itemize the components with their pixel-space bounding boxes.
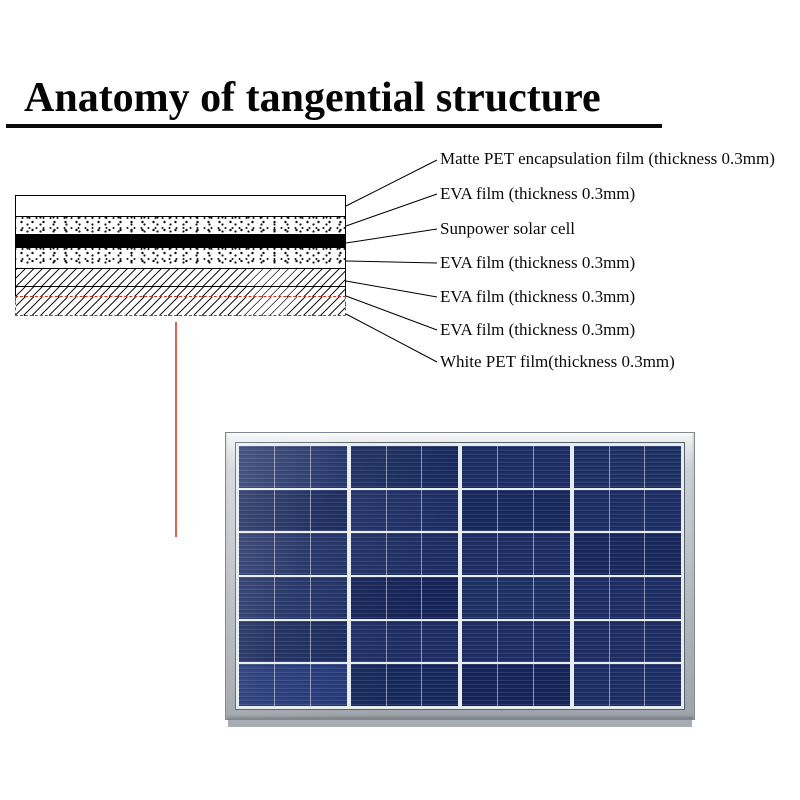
solar-cell bbox=[462, 533, 570, 575]
solar-cell bbox=[462, 664, 570, 706]
solar-cell bbox=[573, 577, 681, 619]
solar-cell bbox=[350, 577, 458, 619]
solar-cell bbox=[573, 446, 681, 488]
solar-panel-cell-grid bbox=[235, 442, 685, 710]
title-underline bbox=[6, 124, 662, 128]
layer-label-matte-pet: Matte PET encapsulation film (thickness … bbox=[440, 149, 775, 168]
layer-label-eva-4: EVA film (thickness 0.3mm) bbox=[440, 320, 636, 339]
solar-cell bbox=[573, 620, 681, 663]
page-title: Anatomy of tangential structure bbox=[24, 75, 601, 121]
solar-cell bbox=[350, 620, 458, 663]
leader-line bbox=[345, 159, 438, 207]
solar-cell bbox=[462, 577, 570, 619]
solar-cell bbox=[350, 664, 458, 706]
solar-cell bbox=[239, 446, 347, 488]
solar-cell bbox=[573, 664, 681, 706]
solar-cell bbox=[350, 446, 458, 488]
layer-white-pet-film bbox=[15, 296, 346, 316]
layer-label-solar-cell: Sunpower solar cell bbox=[440, 219, 576, 238]
layer-matte-pet-film bbox=[15, 195, 346, 217]
layer-label-eva-1: EVA film (thickness 0.3mm) bbox=[440, 184, 636, 203]
layer-eva-film-1 bbox=[15, 216, 346, 235]
layer-eva-film-3 bbox=[15, 268, 346, 287]
solar-cell bbox=[239, 664, 347, 706]
layer-stack-diagram bbox=[15, 195, 346, 316]
layer-label-white-pet: White PET film(thickness 0.3mm) bbox=[440, 352, 675, 371]
solar-panel-image bbox=[225, 432, 695, 720]
solar-cell bbox=[462, 489, 570, 532]
layer-solar-cell bbox=[15, 234, 346, 248]
solar-cell bbox=[350, 533, 458, 575]
layer-label-eva-2: EVA film (thickness 0.3mm) bbox=[440, 253, 636, 272]
leader-line bbox=[345, 295, 438, 331]
solar-cell bbox=[462, 620, 570, 663]
solar-cell bbox=[239, 620, 347, 663]
leader-line bbox=[345, 228, 438, 244]
leader-line bbox=[345, 193, 438, 227]
leader-line bbox=[345, 260, 438, 264]
layer-label-eva-3: EVA film (thickness 0.3mm) bbox=[440, 287, 636, 306]
solar-cell bbox=[462, 446, 570, 488]
solar-cell bbox=[573, 533, 681, 575]
solar-cell bbox=[239, 577, 347, 619]
solar-cell bbox=[350, 489, 458, 532]
layer-eva-film-2 bbox=[15, 247, 346, 269]
leader-line bbox=[345, 280, 438, 298]
solar-cell bbox=[239, 489, 347, 532]
leader-line bbox=[345, 313, 438, 363]
solar-cell bbox=[239, 533, 347, 575]
solar-cell bbox=[573, 489, 681, 532]
